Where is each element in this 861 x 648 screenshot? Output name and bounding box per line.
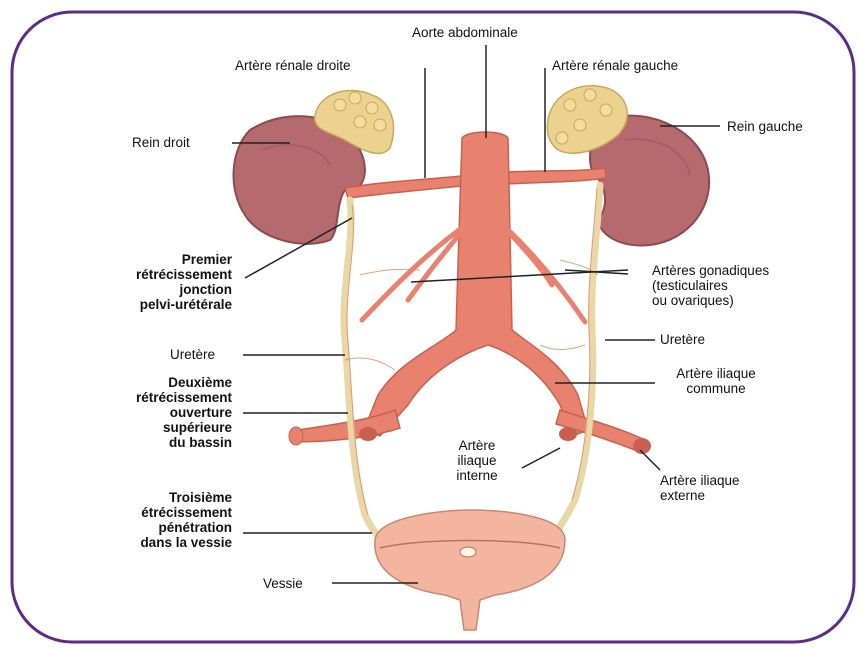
label-artere-iliaque-externe: Artère iliaque externe <box>660 473 740 503</box>
iliaque-commune-line-2: commune <box>656 381 776 396</box>
troisieme-line-2: étrécissement <box>62 505 232 520</box>
label-artere-iliaque-commune: Artère iliaque commune <box>656 366 776 396</box>
label-arteres-gonadiques: Artères gonadiques (testiculaires ou ova… <box>652 263 769 308</box>
label-artere-renale-gauche: Artère rénale gauche <box>552 58 678 73</box>
premier-line-2: rétrécissement <box>82 267 232 282</box>
deuxieme-line-1: Deuxième <box>62 375 232 390</box>
troisieme-line-1: Troisième <box>62 490 232 505</box>
troisieme-line-3: pénétration <box>62 520 232 535</box>
label-rein-gauche: Rein gauche <box>727 119 803 134</box>
troisieme-line-4: dans la vessie <box>62 535 232 550</box>
iliaque-interne-line-3: interne <box>442 468 512 483</box>
left-iliac-opening <box>559 427 577 441</box>
deuxieme-line-3: ouverture <box>62 405 232 420</box>
label-artere-renale-droite: Artère rénale droite <box>235 58 351 73</box>
label-troisieme-retrecissement: Troisième étrécissement pénétration dans… <box>62 490 232 550</box>
right-external-opening <box>289 427 303 445</box>
label-artere-iliaque-interne: Artère iliaque interne <box>442 438 512 483</box>
iliaque-interne-line-2: iliaque <box>442 453 512 468</box>
iliaque-externe-line-2: externe <box>660 488 740 503</box>
premier-line-4: pelvi-urétérale <box>82 297 232 312</box>
label-rein-droit: Rein droit <box>132 135 190 150</box>
gonadiques-line-2: (testiculaires <box>652 278 769 293</box>
label-uretere-left: Uretère <box>170 347 215 362</box>
right-iliac-opening <box>359 427 377 441</box>
premier-line-1: Premier <box>82 252 232 267</box>
label-aorte-abdominale: Aorte abdominale <box>412 25 518 40</box>
deuxieme-line-5: du bassin <box>62 435 232 450</box>
iliaque-interne-line-1: Artère <box>442 438 512 453</box>
deuxieme-line-4: supérieure <box>62 420 232 435</box>
label-premier-retrecissement: Premier rétrécissement jonction pelvi-ur… <box>82 252 232 312</box>
premier-line-3: jonction <box>82 282 232 297</box>
label-uretere-right: Uretère <box>660 332 705 347</box>
label-vessie: Vessie <box>263 576 303 591</box>
gonadiques-line-3: ou ovariques) <box>652 293 769 308</box>
iliaque-commune-line-1: Artère iliaque <box>656 366 776 381</box>
iliaque-externe-line-1: Artère iliaque <box>660 473 740 488</box>
gonadiques-line-1: Artères gonadiques <box>652 263 769 278</box>
deuxieme-line-2: rétrécissement <box>62 390 232 405</box>
label-deuxieme-retrecissement: Deuxième rétrécissement ouverture supéri… <box>62 375 232 450</box>
